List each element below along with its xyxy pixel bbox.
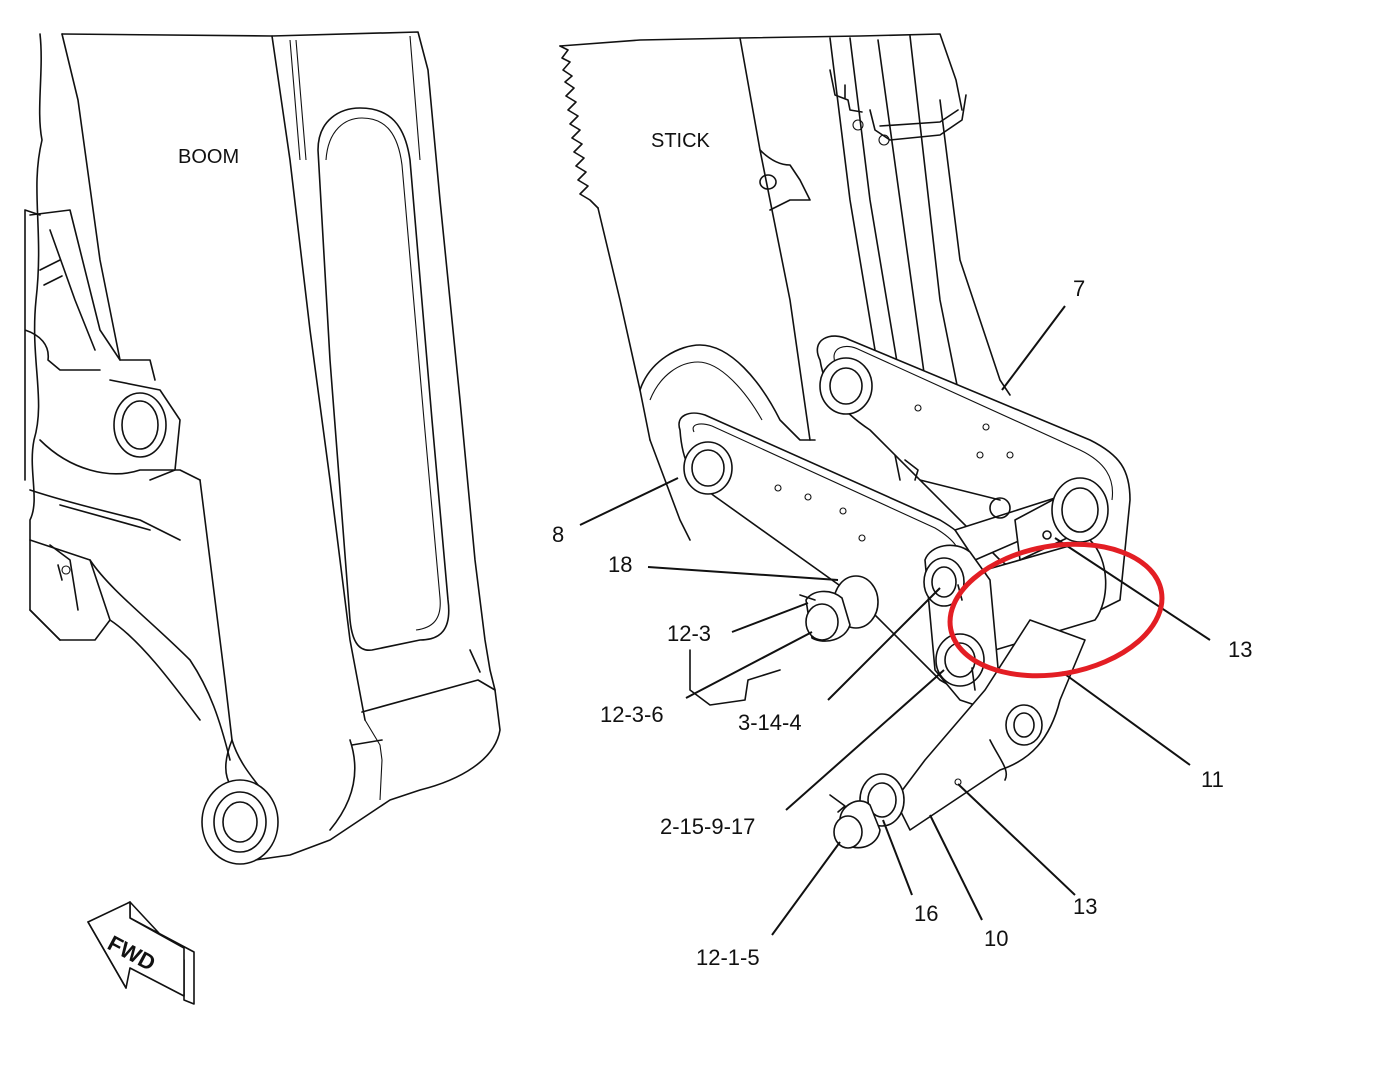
- callout-13-upper: 13: [1228, 637, 1252, 662]
- boom-title: BOOM: [178, 146, 239, 168]
- stick-title: STICK: [651, 130, 711, 152]
- callout-13-lower: 13: [1073, 894, 1097, 919]
- callout-10: 10: [984, 926, 1008, 951]
- highlight-ellipse: [947, 541, 1165, 679]
- callout-2-15-9-17: 2-15-9-17: [660, 814, 755, 839]
- callout-16: 16: [914, 901, 938, 926]
- boom-assembly: BOOM: [24, 31, 501, 865]
- callout-12-1-5: 12-1-5: [696, 945, 760, 970]
- fwd-arrow-icon: FWD: [87, 901, 195, 1005]
- callout-leaders: [579, 305, 1211, 936]
- stick-assembly: STICK: [559, 33, 1011, 541]
- callout-8: 8: [552, 522, 564, 547]
- callout-labels: 7 8 18 12-3 12-3-6 3-14-4 13 11 2-15-9-1…: [552, 276, 1252, 970]
- callout-12-3-6: 12-3-6: [600, 702, 664, 727]
- callout-3-14-4: 3-14-4: [738, 710, 802, 735]
- callout-12-3: 12-3: [667, 621, 711, 646]
- callout-7: 7: [1073, 276, 1085, 301]
- callout-18: 18: [608, 552, 632, 577]
- link-assembly: [678, 335, 1131, 849]
- callout-11: 11: [1201, 767, 1224, 792]
